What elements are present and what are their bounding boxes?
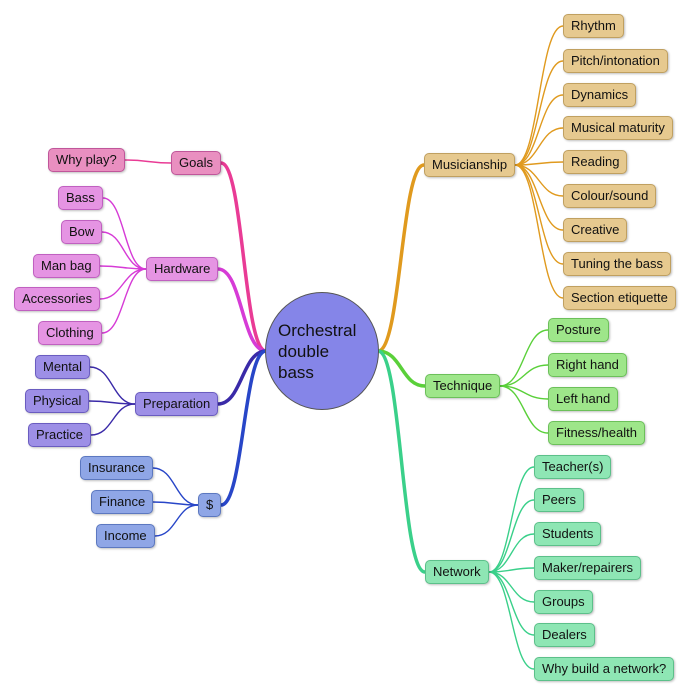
connector-line xyxy=(219,161,268,353)
connector-line xyxy=(102,197,147,270)
leaf-preparation[interactable]: Practice xyxy=(28,423,91,447)
connector-line xyxy=(488,499,535,573)
leaf-network[interactable]: Dealers xyxy=(534,623,595,647)
connector-line xyxy=(488,571,535,636)
connector-line xyxy=(101,231,147,270)
connector-line xyxy=(488,571,535,603)
leaf-hardware[interactable]: Man bag xyxy=(33,254,100,278)
leaf-money[interactable]: Income xyxy=(96,524,155,548)
leaf-money[interactable]: Insurance xyxy=(80,456,154,480)
leaf-musicianship[interactable]: Tuning the bass xyxy=(563,252,672,276)
leaf-preparation[interactable]: Mental xyxy=(35,355,91,379)
leaf-goals[interactable]: Why play? xyxy=(48,148,125,172)
leaf-network[interactable]: Maker/repairers xyxy=(534,556,642,580)
connector-line xyxy=(216,267,268,353)
leaf-technique[interactable]: Posture xyxy=(548,318,609,342)
connector-line xyxy=(514,127,564,166)
connector-line xyxy=(101,268,147,334)
connector-line xyxy=(376,163,426,353)
leaf-hardware[interactable]: Bass xyxy=(58,186,103,210)
branch-hardware[interactable]: Hardware xyxy=(146,257,219,281)
connector-line xyxy=(499,364,549,387)
connector-line xyxy=(89,366,136,405)
leaf-musicianship[interactable]: Reading xyxy=(563,150,628,174)
central-topic-label: Orchestral double bass xyxy=(278,320,357,382)
leaf-technique[interactable]: Right hand xyxy=(548,353,627,377)
branch-network[interactable]: Network xyxy=(425,560,489,584)
connector-line xyxy=(514,60,564,166)
connector-line xyxy=(88,400,136,405)
connector-line xyxy=(488,466,535,573)
leaf-technique[interactable]: Fitness/health xyxy=(548,421,645,445)
leaf-network[interactable]: Why build a network? xyxy=(534,657,675,681)
connector-line xyxy=(499,385,549,434)
connector-line xyxy=(124,159,172,164)
leaf-musicianship[interactable]: Section etiquette xyxy=(563,286,676,310)
connector-line xyxy=(488,533,535,573)
leaf-network[interactable]: Groups xyxy=(534,590,593,614)
connector-line xyxy=(514,94,564,166)
leaf-musicianship[interactable]: Colour/sound xyxy=(563,184,657,208)
connector-line xyxy=(99,268,147,300)
leaf-preparation[interactable]: Physical xyxy=(25,389,90,413)
leaf-technique[interactable]: Left hand xyxy=(548,387,619,411)
leaf-musicianship[interactable]: Creative xyxy=(563,218,628,242)
central-topic[interactable]: Orchestral double bass xyxy=(265,292,379,410)
branch-musicianship[interactable]: Musicianship xyxy=(424,153,516,177)
leaf-money[interactable]: Finance xyxy=(91,490,154,514)
leaf-hardware[interactable]: Bow xyxy=(61,220,103,244)
connector-line xyxy=(154,504,199,537)
branch-technique[interactable]: Technique xyxy=(425,374,501,398)
leaf-musicianship[interactable]: Dynamics xyxy=(563,83,637,107)
connector-line xyxy=(376,349,427,388)
leaf-network[interactable]: Students xyxy=(534,522,602,546)
connector-line xyxy=(90,403,136,436)
connector-line xyxy=(514,25,564,166)
connector-line xyxy=(376,349,427,574)
leaf-hardware[interactable]: Accessories xyxy=(14,287,101,311)
leaf-musicianship[interactable]: Pitch/intonation xyxy=(563,49,668,73)
branch-preparation[interactable]: Preparation xyxy=(135,392,219,416)
connector-line xyxy=(514,164,564,231)
connector-line xyxy=(514,164,564,299)
leaf-musicianship[interactable]: Musical maturity xyxy=(563,116,673,140)
leaf-hardware[interactable]: Clothing xyxy=(38,321,102,345)
connector-line xyxy=(152,501,199,506)
connector-line xyxy=(499,329,549,387)
connector-line xyxy=(152,467,199,506)
connector-line xyxy=(219,349,268,507)
leaf-musicianship[interactable]: Rhythm xyxy=(563,14,624,38)
leaf-network[interactable]: Peers xyxy=(534,488,584,512)
connector-line xyxy=(488,571,535,670)
leaf-network[interactable]: Teacher(s) xyxy=(534,455,612,479)
branch-goals[interactable]: Goals xyxy=(171,151,221,175)
branch-money[interactable]: $ xyxy=(198,493,222,517)
connector-line xyxy=(216,349,268,406)
